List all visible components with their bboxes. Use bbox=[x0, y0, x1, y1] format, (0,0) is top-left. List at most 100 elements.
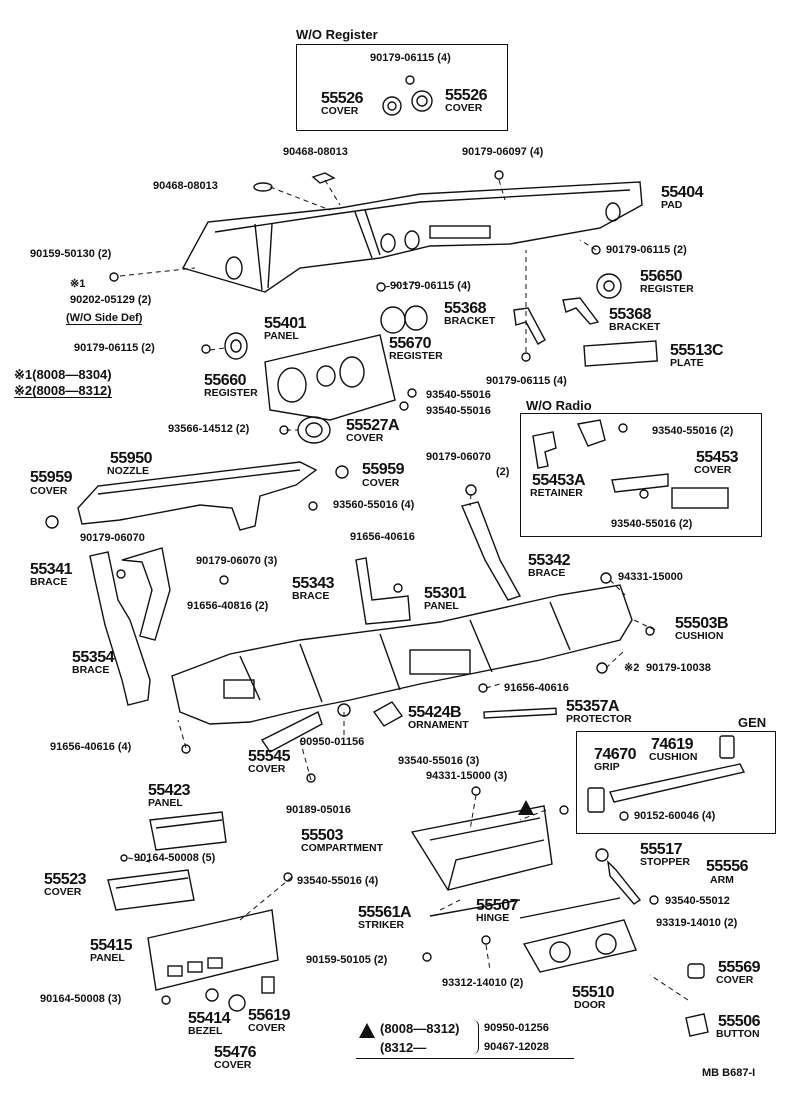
part-name: COVER bbox=[321, 105, 359, 117]
part-number: 93540-55016 bbox=[426, 405, 491, 417]
part-name: BUTTON bbox=[716, 1028, 760, 1040]
legend-range-1: (8008—8312) bbox=[380, 1021, 460, 1036]
part-number: 91656-40616 bbox=[350, 531, 415, 543]
part-number: 55341 bbox=[30, 561, 73, 578]
part-number: 55510 bbox=[572, 984, 615, 1001]
part-number: 93540-55016 (4) bbox=[297, 875, 379, 887]
part-number: 55368 bbox=[444, 300, 487, 317]
part-number: 55959 bbox=[362, 461, 405, 478]
part-number: 55414 bbox=[188, 1010, 231, 1027]
part-name: HINGE bbox=[476, 912, 510, 924]
part-name: COVER bbox=[44, 886, 82, 898]
triangle-marks bbox=[359, 800, 534, 1038]
part-number: 55368 bbox=[609, 306, 652, 323]
part-number: (2) bbox=[496, 466, 510, 478]
part-name: BRACKET bbox=[609, 321, 661, 333]
glove-box-drawing bbox=[410, 805, 637, 973]
part-number: 74619 bbox=[651, 736, 694, 753]
part-number: 93566-14512 (2) bbox=[168, 423, 250, 435]
part-name: BRACE bbox=[72, 664, 110, 676]
part-name: CUSHION bbox=[649, 751, 698, 763]
part-number: 55526 bbox=[445, 87, 488, 104]
part-number: 55503 bbox=[301, 827, 344, 844]
part-number: 90179-06115 (4) bbox=[370, 52, 451, 64]
lower-panels-drawing bbox=[107, 811, 279, 1012]
note-2: ※2(8008—8312) bbox=[14, 383, 112, 398]
part-number: 93540-55012 bbox=[665, 895, 730, 907]
part-number: 90179-06115 (4) bbox=[486, 375, 567, 387]
part-number: 90159-50130 (2) bbox=[30, 248, 112, 260]
part-number: 93319-14010 (2) bbox=[656, 917, 738, 929]
part-name: COVER bbox=[214, 1059, 252, 1071]
part-number: 90189-05016 bbox=[286, 804, 351, 816]
part-name: COVER bbox=[694, 464, 732, 476]
part-name: BRACE bbox=[30, 576, 68, 588]
part-name: PANEL bbox=[264, 330, 299, 342]
part-number: 90950-01156 bbox=[300, 736, 365, 748]
part-number: 55670 bbox=[389, 335, 432, 352]
gen-label: GEN bbox=[738, 715, 767, 730]
part-number: 55424B bbox=[408, 704, 462, 721]
legend-rule bbox=[356, 1058, 574, 1059]
part-number: 55619 bbox=[248, 1007, 291, 1024]
part-number: 55959 bbox=[30, 469, 73, 486]
panel-trim-drawing bbox=[260, 701, 557, 753]
part-name: REGISTER bbox=[640, 283, 694, 295]
part-name: BRACE bbox=[528, 567, 566, 579]
part-number: 55507 bbox=[476, 897, 519, 914]
part-number: 55523 bbox=[44, 871, 87, 888]
gen-frame bbox=[576, 731, 776, 834]
part-number: 90179-06115 (2) bbox=[606, 244, 687, 256]
part-number: 55453A bbox=[532, 472, 586, 489]
part-number: 90179-06115 (2) bbox=[74, 342, 155, 354]
part-number: 93540-55016 bbox=[426, 389, 491, 401]
part-name: BRACKET bbox=[444, 315, 496, 327]
part-name: PANEL bbox=[90, 952, 125, 964]
part-number: 55401 bbox=[264, 315, 307, 332]
brackets-drawing bbox=[513, 297, 658, 367]
part-number: 55569 bbox=[718, 959, 761, 976]
part-number: 55526 bbox=[321, 90, 364, 107]
part-number: 55423 bbox=[148, 782, 191, 799]
part-name: REGISTER bbox=[389, 350, 443, 362]
part-name: PAD bbox=[661, 199, 683, 211]
part-number: 93560-55016 (4) bbox=[333, 499, 415, 511]
part-number: 94331-15000 bbox=[618, 571, 683, 583]
part-name: PLATE bbox=[670, 357, 704, 369]
part-number: 55660 bbox=[204, 372, 247, 389]
part-number: 55354 bbox=[72, 649, 115, 666]
part-number: 55503B bbox=[675, 615, 729, 632]
part-name: ARM bbox=[710, 874, 734, 886]
note-1: ※1(8008—8304) bbox=[14, 367, 112, 382]
part-number: 90179-06070 bbox=[426, 451, 491, 463]
part-name: COVER bbox=[445, 102, 483, 114]
part-number: 90179-06097 (4) bbox=[462, 146, 544, 158]
part-number: 55301 bbox=[424, 585, 467, 602]
main-panel-drawing bbox=[171, 584, 633, 725]
part-number: 55527A bbox=[346, 417, 400, 434]
part-number: 55545 bbox=[248, 748, 291, 765]
part-number: 90468-08013 bbox=[283, 146, 348, 158]
part-name: ORNAMENT bbox=[408, 719, 469, 731]
part-name: CUSHION bbox=[675, 630, 724, 642]
part-name: GRIP bbox=[594, 761, 620, 773]
part-name: COMPARTMENT bbox=[301, 842, 384, 854]
drawing-code: MB B687-I bbox=[702, 1067, 756, 1079]
part-number: 55506 bbox=[718, 1013, 761, 1030]
part-name: DOOR bbox=[574, 999, 606, 1011]
part-name: STRIKER bbox=[358, 919, 405, 931]
part-number: 90159-50105 (2) bbox=[306, 954, 388, 966]
part-number: 55561A bbox=[358, 904, 412, 921]
legend-part-2: 90467-12028 bbox=[484, 1041, 549, 1053]
instrument-pad-drawing bbox=[181, 181, 643, 293]
legend-bracket bbox=[472, 1020, 479, 1054]
part-number: 90468-08013 bbox=[153, 180, 218, 192]
part-name: RETAINER bbox=[530, 487, 583, 499]
part-number: 55950 bbox=[110, 450, 153, 467]
part-number: 55517 bbox=[640, 841, 683, 858]
part-number: 55556 bbox=[706, 858, 749, 875]
part-number: 55650 bbox=[640, 268, 683, 285]
wo-register-covers-drawing bbox=[382, 75, 433, 116]
part-number: 55513C bbox=[670, 342, 724, 359]
